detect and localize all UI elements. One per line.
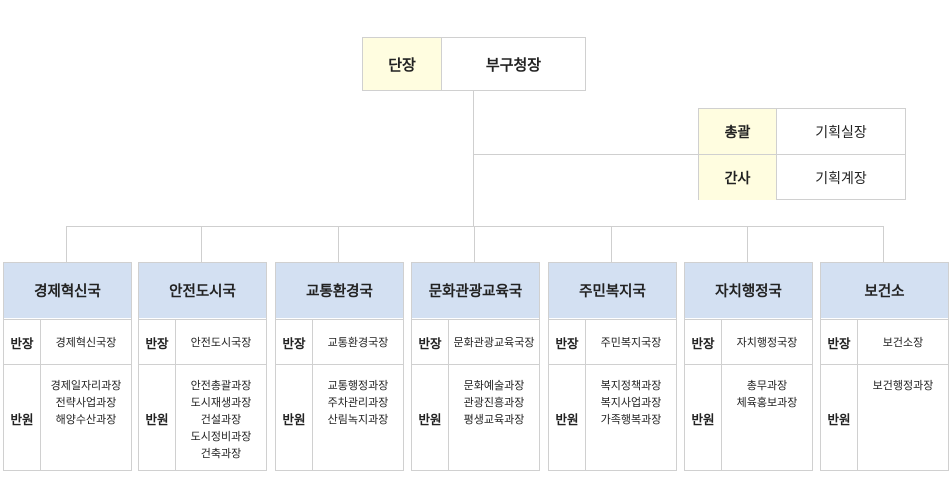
department-title: 자치행정국 bbox=[685, 263, 812, 318]
members-label: 반원 bbox=[685, 365, 722, 471]
leader-label: 반장 bbox=[276, 320, 313, 364]
member-item: 해양수산과장 bbox=[55, 413, 117, 426]
connector-drop bbox=[66, 226, 67, 262]
side-label: 총괄 bbox=[699, 109, 777, 154]
leader-value: 교통환경국장 bbox=[327, 336, 389, 349]
leader-row: 반장 주민복지국장 bbox=[549, 319, 676, 365]
member-item: 건축과장 bbox=[200, 447, 242, 460]
leader-value: 문화관광교육국장 bbox=[453, 336, 535, 349]
members-label: 반원 bbox=[549, 365, 586, 471]
head-label: 단장 bbox=[363, 38, 442, 90]
members-label: 반원 bbox=[4, 365, 41, 471]
member-item: 체육홍보과장 bbox=[736, 396, 798, 409]
member-item: 안전총괄과장 bbox=[190, 379, 252, 392]
member-item: 산림녹지과장 bbox=[327, 413, 389, 426]
department-title: 보건소 bbox=[821, 263, 948, 318]
leader-row: 반장 교통환경국장 bbox=[276, 319, 403, 365]
department-title: 주민복지국 bbox=[549, 263, 676, 318]
member-item: 가족행복과장 bbox=[600, 413, 662, 426]
connector-drop bbox=[474, 226, 475, 262]
connector-side bbox=[474, 154, 698, 155]
connector-drop bbox=[883, 226, 884, 262]
connector-horizontal-bus bbox=[66, 226, 884, 227]
members-label: 반원 bbox=[412, 365, 449, 471]
leader-row: 반장 문화관광교육국장 bbox=[412, 319, 539, 365]
side-row: 간사 기획계장 bbox=[699, 154, 905, 200]
department-title: 문화관광교육국 bbox=[412, 263, 539, 318]
member-item: 건설과장 bbox=[200, 413, 242, 426]
member-item: 복지정책과장 bbox=[600, 379, 662, 392]
members-label: 반원 bbox=[139, 365, 176, 471]
leader-value: 경제혁신국장 bbox=[55, 336, 117, 349]
member-item: 총무과장 bbox=[746, 379, 788, 392]
leader-row: 반장 자치행정국장 bbox=[685, 319, 812, 365]
leader-row: 반장 보건소장 bbox=[821, 319, 948, 365]
side-box: 총괄 기획실장 간사 기획계장 bbox=[698, 108, 906, 200]
members-label: 반원 bbox=[821, 365, 858, 471]
leader-value: 보건소장 bbox=[882, 336, 924, 349]
department-title: 경제혁신국 bbox=[4, 263, 131, 318]
leader-label: 반장 bbox=[412, 320, 449, 364]
leader-value: 자치행정국장 bbox=[736, 336, 798, 349]
leader-label: 반장 bbox=[821, 320, 858, 364]
head-box: 단장 부구청장 bbox=[362, 37, 586, 91]
side-value: 기획계장 bbox=[815, 170, 867, 187]
leader-label: 반장 bbox=[139, 320, 176, 364]
member-item: 도시정비과장 bbox=[190, 430, 252, 443]
department-title: 교통환경국 bbox=[276, 263, 403, 318]
leader-value: 주민복지국장 bbox=[600, 336, 662, 349]
members-row: 반원 보건행정과장 bbox=[821, 365, 948, 471]
connector-drop bbox=[338, 226, 339, 262]
member-item: 도시재생과장 bbox=[190, 396, 252, 409]
member-item: 전략사업과장 bbox=[55, 396, 117, 409]
leader-label: 반장 bbox=[549, 320, 586, 364]
member-item: 주차관리과장 bbox=[327, 396, 389, 409]
members-list: 보건행정과장 bbox=[858, 365, 948, 471]
member-item: 관광진흥과장 bbox=[463, 396, 525, 409]
leader-label: 반장 bbox=[4, 320, 41, 364]
member-item: 평생교육과장 bbox=[463, 413, 525, 426]
department-title: 안전도시국 bbox=[139, 263, 266, 318]
side-label: 간사 bbox=[699, 155, 777, 200]
members-label: 반원 bbox=[276, 365, 313, 471]
member-item: 교통행정과장 bbox=[327, 379, 389, 392]
head-value: 부구청장 bbox=[442, 38, 585, 90]
leader-label: 반장 bbox=[685, 320, 722, 364]
connector-drop bbox=[611, 226, 612, 262]
leader-value: 안전도시국장 bbox=[190, 336, 252, 349]
side-value: 기획실장 bbox=[815, 124, 867, 141]
connector-drop bbox=[201, 226, 202, 262]
leader-row: 반장 경제혁신국장 bbox=[4, 319, 131, 365]
member-item: 문화예술과장 bbox=[463, 379, 525, 392]
connector-head-down bbox=[473, 91, 474, 226]
connector-drop bbox=[747, 226, 748, 262]
leader-row: 반장 안전도시국장 bbox=[139, 319, 266, 365]
member-item: 경제일자리과장 bbox=[50, 379, 122, 392]
member-item: 복지사업과장 bbox=[600, 396, 662, 409]
side-row: 총괄 기획실장 bbox=[699, 109, 905, 154]
member-item: 보건행정과장 bbox=[872, 379, 934, 392]
